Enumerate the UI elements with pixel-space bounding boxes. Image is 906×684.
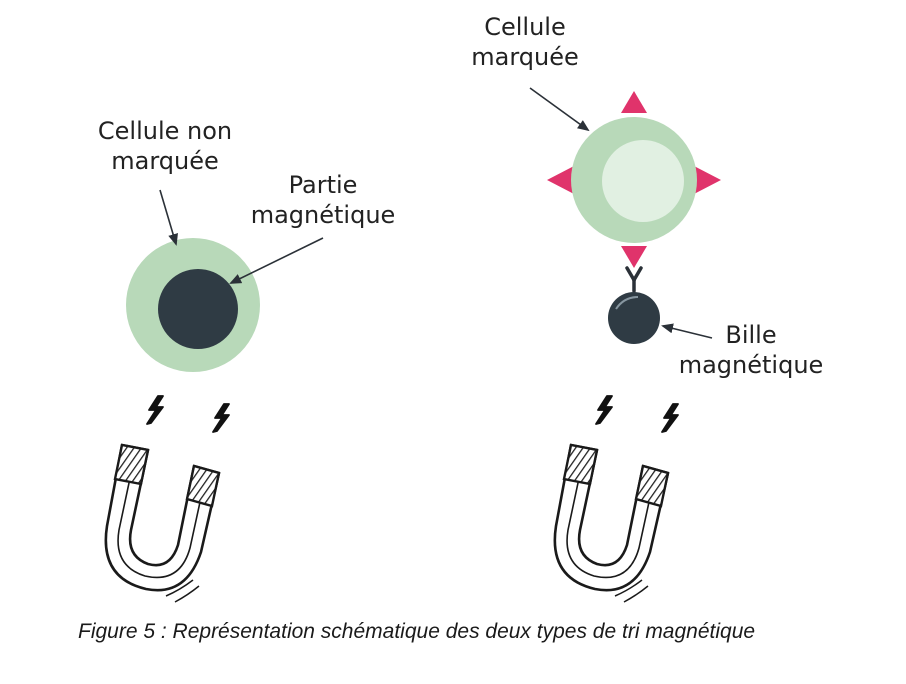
labeled-cell xyxy=(547,91,721,268)
marker-bottom xyxy=(621,246,647,268)
magnet-coil-right xyxy=(185,464,221,508)
arrow-magnetic-bead xyxy=(661,323,713,339)
label-labeled-cell-line1: Cellule xyxy=(484,13,566,41)
magnet-coil-left xyxy=(113,443,150,486)
arrow-unlabeled-cell xyxy=(159,189,178,246)
label-magnetic-bead-line1: Bille xyxy=(725,321,777,349)
magnetic-bead xyxy=(608,292,660,344)
label-labeled-cell-line2: marquée xyxy=(471,43,579,71)
magnet-coil-left xyxy=(562,443,599,486)
figure-caption: Figure 5 : Représentation schématique de… xyxy=(78,620,756,643)
label-unlabeled-cell-line1: Cellule non xyxy=(97,117,233,145)
label-magnetic-part-line1: Partie xyxy=(288,171,358,199)
label-unlabeled-cell-line2: marquée xyxy=(111,147,219,175)
vibration-lines xyxy=(165,579,200,603)
marker-top xyxy=(621,91,647,113)
magnet-left xyxy=(104,395,230,603)
arrow-magnetic-part xyxy=(229,237,324,284)
label-labeled-cell: Cellule marquée xyxy=(450,12,600,72)
marker-left xyxy=(547,166,574,194)
vibration-lines xyxy=(614,579,649,603)
label-magnetic-bead: Bille magnétique xyxy=(676,320,826,380)
antibody-icon xyxy=(625,266,643,293)
label-magnetic-part-line2: magnétique xyxy=(250,201,396,229)
magnet-inner-line xyxy=(566,449,657,579)
bead-highlight xyxy=(615,296,639,310)
arrow-labeled-cell xyxy=(529,87,590,132)
label-magnetic-bead-line2: magnétique xyxy=(678,351,824,379)
labeled-cell-nucleus xyxy=(602,140,684,222)
magnet-coil-right xyxy=(634,464,670,508)
unlabeled-cell xyxy=(126,238,260,372)
magnet-inner-line xyxy=(117,449,208,579)
lightning-icon xyxy=(146,395,230,433)
marker-right xyxy=(694,166,721,194)
label-unlabeled-cell: Cellule non marquée xyxy=(80,116,250,176)
label-magnetic-part: Partie magnétique xyxy=(238,170,408,230)
lightning-icon xyxy=(595,395,679,433)
magnetic-part xyxy=(158,269,238,349)
magnet-right xyxy=(553,395,679,603)
